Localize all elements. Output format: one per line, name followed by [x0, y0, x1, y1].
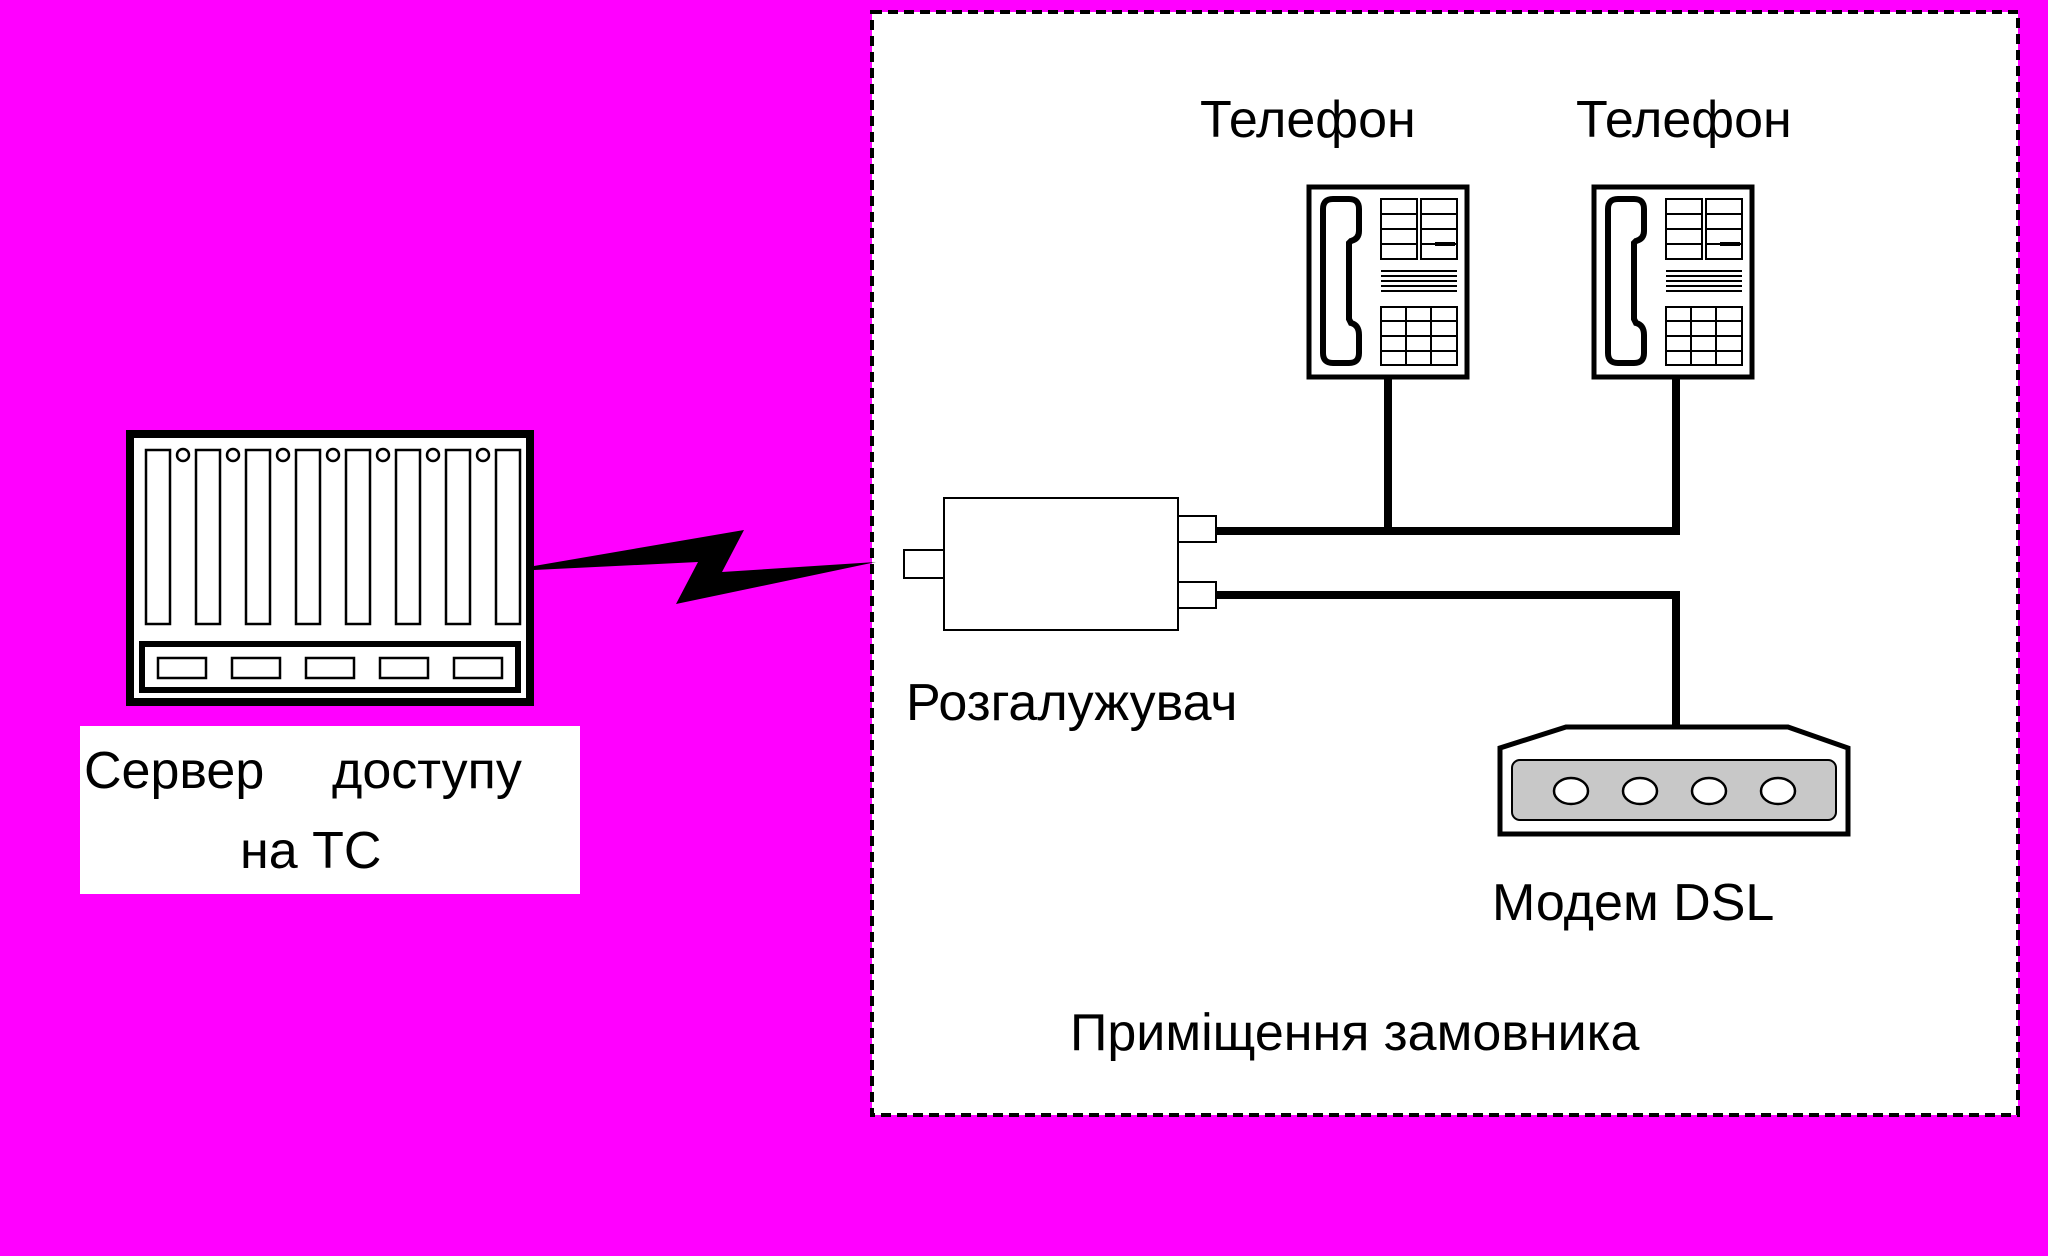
wiring [1216, 376, 1680, 727]
server-label-line2: на ТС [240, 822, 381, 880]
splitter-label: Розгалужувач [906, 674, 1238, 732]
phone-2-label: Телефон [1576, 91, 1792, 149]
modem-label: Модем DSL [1492, 874, 1774, 932]
phone-1-label: Телефон [1200, 91, 1416, 149]
desk-phone-icon [1591, 184, 1755, 380]
server-label-box [80, 726, 580, 894]
desk-phone-icon [1306, 184, 1470, 380]
server-label-line1-b: доступу [332, 742, 522, 800]
splitter-icon [903, 497, 1217, 631]
server-label-line1-a: Сервер [84, 742, 264, 800]
premises-label: Приміщення замовника [1070, 1004, 1640, 1062]
dsl-modem-icon [1497, 724, 1851, 837]
access-server-icon [126, 430, 534, 706]
lightning-link-icon [534, 530, 876, 604]
